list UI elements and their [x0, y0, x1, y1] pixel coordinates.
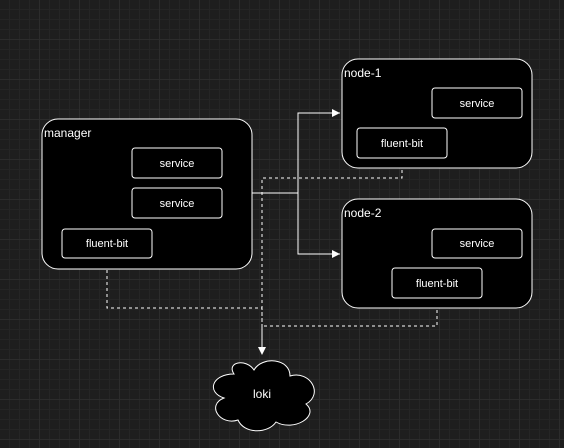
manager-fluent-bit[interactable]: fluent-bit: [61, 228, 153, 259]
node-1-fluent-bit-label: fluent-bit: [381, 138, 423, 150]
log-flow-node-1-to-loki: [261, 158, 403, 352]
loki-arrowhead: [258, 347, 266, 355]
node-2[interactable]: node-2 service fluent-bit: [341, 198, 533, 309]
node-1-service[interactable]: service: [431, 87, 523, 119]
solid-connectors: [252, 109, 340, 258]
manager-service-2[interactable]: service: [131, 187, 223, 219]
log-flow-manager-to-loki: [106, 258, 263, 352]
manager-service-1[interactable]: service: [131, 147, 223, 179]
log-flow-node-2-to-loki: [261, 298, 438, 352]
dashed-log-flows: [106, 158, 438, 352]
manager-fluent-bit-label: fluent-bit: [86, 238, 128, 250]
node-1-fluent-bit[interactable]: fluent-bit: [356, 127, 448, 159]
loki-label: loki: [253, 387, 271, 401]
manager-service-1-label: service: [160, 158, 195, 170]
node-1[interactable]: node-1 service fluent-bit: [341, 58, 533, 169]
node-1-service-label: service: [460, 98, 495, 110]
node-2-fluent-bit[interactable]: fluent-bit: [391, 267, 483, 299]
node-2-service[interactable]: service: [431, 228, 523, 259]
loki-node[interactable]: loki: [212, 360, 315, 432]
manager-service-2-label: service: [160, 198, 195, 210]
node-2-fluent-bit-label: fluent-bit: [416, 278, 458, 290]
manager-label: manager: [44, 126, 91, 140]
connector-manager-to-node-1: [297, 109, 340, 193]
node-2-label: node-2: [344, 206, 382, 220]
node-2-service-label: service: [460, 238, 495, 250]
cloud-icon: [212, 360, 315, 432]
node-1-label: node-1: [344, 66, 382, 80]
connector-manager-to-node-2: [297, 193, 340, 258]
manager-node[interactable]: manager service service fluent-bit: [41, 118, 253, 270]
